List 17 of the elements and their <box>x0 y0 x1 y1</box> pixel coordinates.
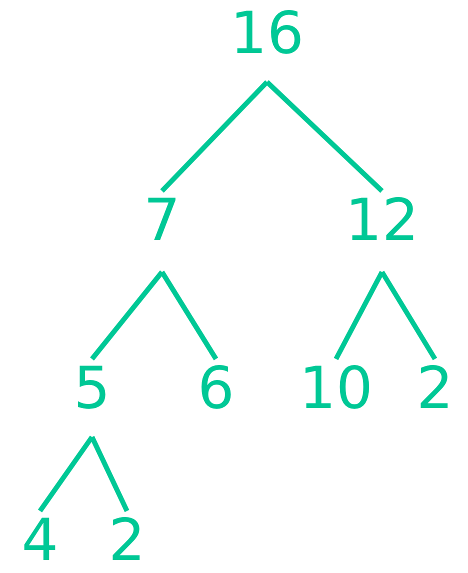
node-value: 6 <box>198 359 234 417</box>
node-value: 16 <box>230 4 304 62</box>
tree-branch-line <box>265 80 384 193</box>
tree-branch-line <box>160 80 269 193</box>
node-value: 5 <box>74 359 110 417</box>
tree-branch-line <box>380 270 438 360</box>
node-value: 12 <box>345 191 419 249</box>
node-value: 7 <box>144 191 180 249</box>
node-value: 10 <box>299 359 373 417</box>
tree-branch-line <box>90 270 164 361</box>
node-value: 4 <box>22 511 58 569</box>
tree-branch-line <box>334 270 384 360</box>
tree-branch-line <box>38 436 94 512</box>
tree-branch-line <box>90 436 130 512</box>
node-value: 2 <box>108 511 146 569</box>
tree-branch-line <box>160 270 218 360</box>
node-value: 2 <box>416 359 454 417</box>
